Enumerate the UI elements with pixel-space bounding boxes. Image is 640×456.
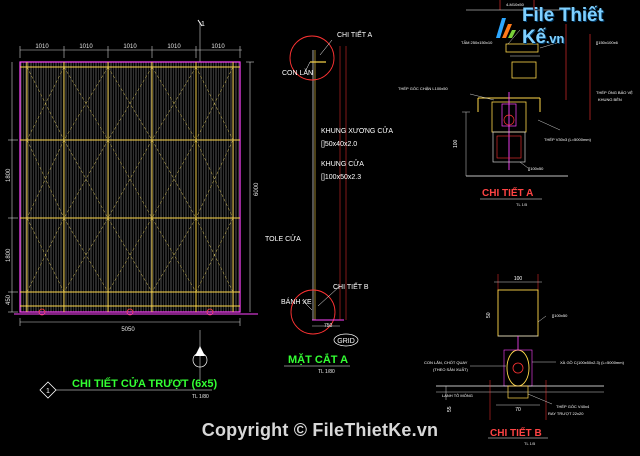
dim-b-70: 70 <box>515 407 521 413</box>
detail-b-scale: TL 1/5 <box>524 441 536 446</box>
door-cladding <box>20 62 240 312</box>
label-detail-a: CHI TIẾT A <box>337 29 372 39</box>
dim-right: 6000 <box>254 182 260 196</box>
detail-a-scale: TL 1/5 <box>516 202 528 207</box>
note-a-8: []100x50 <box>528 166 544 171</box>
note-a-1: 4-M10x50 <box>506 2 525 7</box>
door-elevation: 1010 1010 1010 1010 1010 1 <box>6 19 260 400</box>
dim-left-3: 450 <box>6 294 12 305</box>
detail-a: 4-M10x50 TẤM 250x150x10 []150x100x6 THÉP… <box>398 0 633 207</box>
door-frame <box>19 61 241 313</box>
logo-icon <box>492 14 518 40</box>
dim-top-2: 1010 <box>79 44 93 50</box>
note-b-6: RAY TRƯỢT 22x20 <box>548 411 584 416</box>
note-a-2: TẤM 250x150x10 <box>461 40 493 45</box>
detail-b: 100 []100x50 XÀ GỒ C(100x50x2.3) (L=5000… <box>424 274 625 446</box>
note-b-1: []100x50 <box>552 313 568 318</box>
label-roller: CON LĂN <box>282 68 313 77</box>
elevation-scale: TL 1/80 <box>192 394 209 400</box>
detail-a-title: CHI TIẾT A <box>482 186 533 199</box>
axis-label: 1 <box>201 21 205 28</box>
section-scale: TL 1/80 <box>318 369 335 375</box>
logo-text: File Thiết Kế <box>522 5 604 48</box>
note-b-7: LANH TÔ MÓNG <box>442 393 473 398</box>
note-a-6: KHUNG BÊN <box>598 97 622 102</box>
site-logo: File Thiết Kế.vn <box>492 5 640 48</box>
detail-b-title: CHI TIẾT B <box>490 426 542 439</box>
note-a-3: []150x100x6 <box>596 40 619 45</box>
dim-b-55: 55 <box>447 406 453 412</box>
dim-b-100: 100 <box>514 276 523 282</box>
label-wheel: BÁNH XE <box>281 297 312 306</box>
note-a-5: THÉP ỐNG BẢO VỆ <box>596 90 633 95</box>
note-b-2: XÀ GỒ C(100x50x2.3) (L=5000mm) <box>560 360 625 365</box>
note-b-5: THÉP GÓC V40x4 <box>556 404 590 409</box>
dim-750: 750 <box>324 323 333 329</box>
label-sheet: TOLE CỬA <box>265 234 301 243</box>
section-title: MẶT CẮT A <box>288 353 348 366</box>
label-detail-b: CHI TIẾT B <box>333 281 369 291</box>
section-a: CHI TIẾT A CON LĂN KHUNG XƯƠNG CỬA []50x… <box>265 29 393 375</box>
dim-top-1: 1010 <box>35 44 49 50</box>
note-a-7: THÉP V30x3 (L=5000mm) <box>544 137 592 142</box>
dim-top-3: 1010 <box>123 44 137 50</box>
dim-top-5: 1010 <box>211 44 225 50</box>
label-frame: KHUNG CỬA <box>321 159 364 168</box>
copyright-watermark: Copyright © FileThietKe.vn <box>201 420 439 440</box>
dim-left-1: 1800 <box>6 168 12 182</box>
grid-label: GRID <box>337 338 355 345</box>
note-b-4: (THEO SẢN XUẤT) <box>433 367 469 372</box>
elevation-title: CHI TIẾT CỬA TRƯỢT (6x5) <box>72 377 218 390</box>
title-symbol <box>39 381 57 399</box>
title-number: 1 <box>46 388 50 395</box>
dim-bottom: 5050 <box>121 327 135 333</box>
note-b-3: CON LĂN, CHỐT QUAY <box>424 360 468 365</box>
dim-a-100: 100 <box>453 139 459 148</box>
dim-b-50: 50 <box>486 312 492 318</box>
logo-suffix: .vn <box>545 31 565 46</box>
dim-top-4: 1010 <box>167 44 181 50</box>
note-a-4: THÉP GÓC CHẶN L100x50 <box>398 86 448 91</box>
label-frame-bone-size: []50x40x2.0 <box>321 141 357 148</box>
dim-left-2: 1800 <box>6 248 12 262</box>
label-frame-bone: KHUNG XƯƠNG CỬA <box>321 126 393 135</box>
label-frame-size: []100x50x2.3 <box>321 174 361 181</box>
